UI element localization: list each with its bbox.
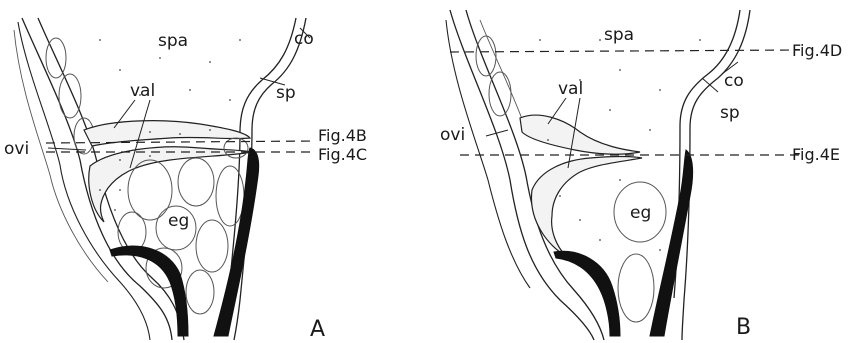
panel-a-letter: A xyxy=(310,317,325,342)
panel-b-label-spa: spa xyxy=(604,25,634,45)
panel-b-label-ovi: ovi xyxy=(440,125,465,145)
panel-b-valve-upper xyxy=(520,115,640,154)
panel-b-label-sp: sp xyxy=(720,103,740,123)
panel-b-cell-1 xyxy=(476,36,496,76)
panel-a-label-co: co xyxy=(294,29,314,49)
panel-b-right-wall-inner xyxy=(674,10,740,298)
panel-b-valve-lower xyxy=(531,157,642,257)
panel-a-cell-2 xyxy=(59,74,81,118)
panel-b-black-band-left xyxy=(554,251,620,336)
panel-a-leader-ovi xyxy=(48,148,86,150)
panel-a-black-band-left xyxy=(110,246,188,336)
panel-b-label-co: co xyxy=(724,71,744,91)
panel-b-left-tube-a xyxy=(446,20,530,288)
panel-a-right-wall-outer xyxy=(234,18,306,340)
panel-a-label-spa: spa xyxy=(158,31,188,51)
panel-a-egg-5 xyxy=(196,220,228,272)
panel-b-dash-4d xyxy=(450,50,800,52)
panel-a: spa co sp val ovi eg Fig.4B Fig.4C A xyxy=(4,18,367,342)
panel-a-ref-fig4b: Fig.4B xyxy=(318,126,367,145)
panel-b-cell-2 xyxy=(489,72,511,116)
panel-a-label-sp: sp xyxy=(276,83,296,103)
panel-a-egg-1 xyxy=(128,160,172,220)
panel-b-letter: B xyxy=(736,315,751,340)
panel-a-black-band-right xyxy=(214,148,259,336)
panel-b-label-val: val xyxy=(558,79,583,99)
panel-a-egg-7 xyxy=(186,270,214,314)
panel-a-label-val: val xyxy=(130,81,155,101)
panel-a-label-ovi: ovi xyxy=(4,139,29,159)
panel-b-label-eg: eg xyxy=(630,203,651,223)
panel-a-dash-4b xyxy=(46,141,316,143)
panel-b-black-band-right xyxy=(650,150,693,336)
panel-b: spa co sp val ovi eg Fig.4D Fig.4E B xyxy=(440,10,842,340)
panel-a-egg-2 xyxy=(178,158,214,206)
panel-b-ref-fig4e: Fig.4E xyxy=(792,145,840,164)
panel-a-ref-fig4c: Fig.4C xyxy=(318,145,367,164)
panel-b-ref-fig4d: Fig.4D xyxy=(792,41,842,60)
panel-b-egg-2 xyxy=(618,254,654,322)
panel-a-egg-3 xyxy=(216,166,244,226)
panel-a-label-eg: eg xyxy=(168,211,189,231)
